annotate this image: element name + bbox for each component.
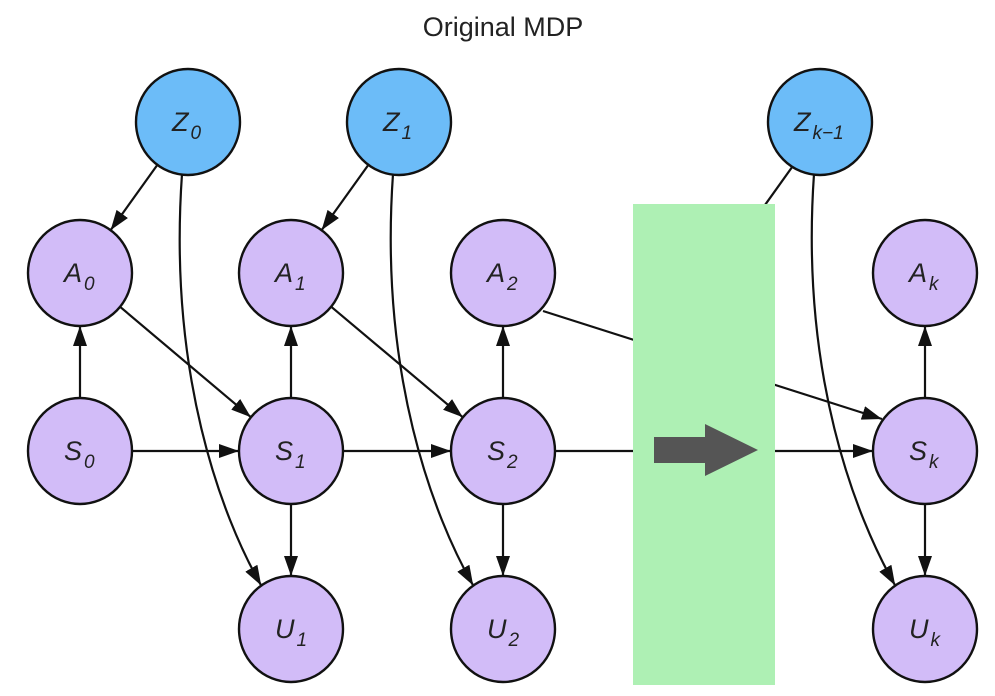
edge-zk-1-to-uk (810, 173, 897, 587)
edge-a0-to-s1 (119, 305, 252, 419)
decision-node-circle (345, 67, 453, 177)
decision-node-circle (766, 67, 874, 177)
elision-arrow-icon (654, 424, 758, 476)
chance-node-circle (449, 396, 557, 506)
chance-node-circle (871, 574, 979, 684)
chance-node-circle (871, 218, 979, 328)
edge-z1-to-a1 (320, 164, 370, 231)
diagram-title: Original MDP (423, 12, 584, 42)
chance-node-circle (449, 574, 557, 684)
edges-layer (73, 162, 932, 587)
edge-z0-to-u1 (178, 173, 263, 587)
chance-node-circle (237, 574, 345, 684)
edge-z1-to-u2 (389, 173, 475, 587)
chance-node-circle (237, 218, 345, 328)
chance-node-circle (26, 396, 134, 506)
decision-node-circle (134, 67, 242, 177)
chance-node-circle (871, 396, 979, 506)
edge-a1-to-s2 (330, 305, 464, 419)
chance-node-circle (237, 396, 345, 506)
chance-node-circle (449, 218, 557, 328)
edge-z0-to-a0 (109, 164, 159, 231)
chance-node-circle (26, 218, 134, 328)
